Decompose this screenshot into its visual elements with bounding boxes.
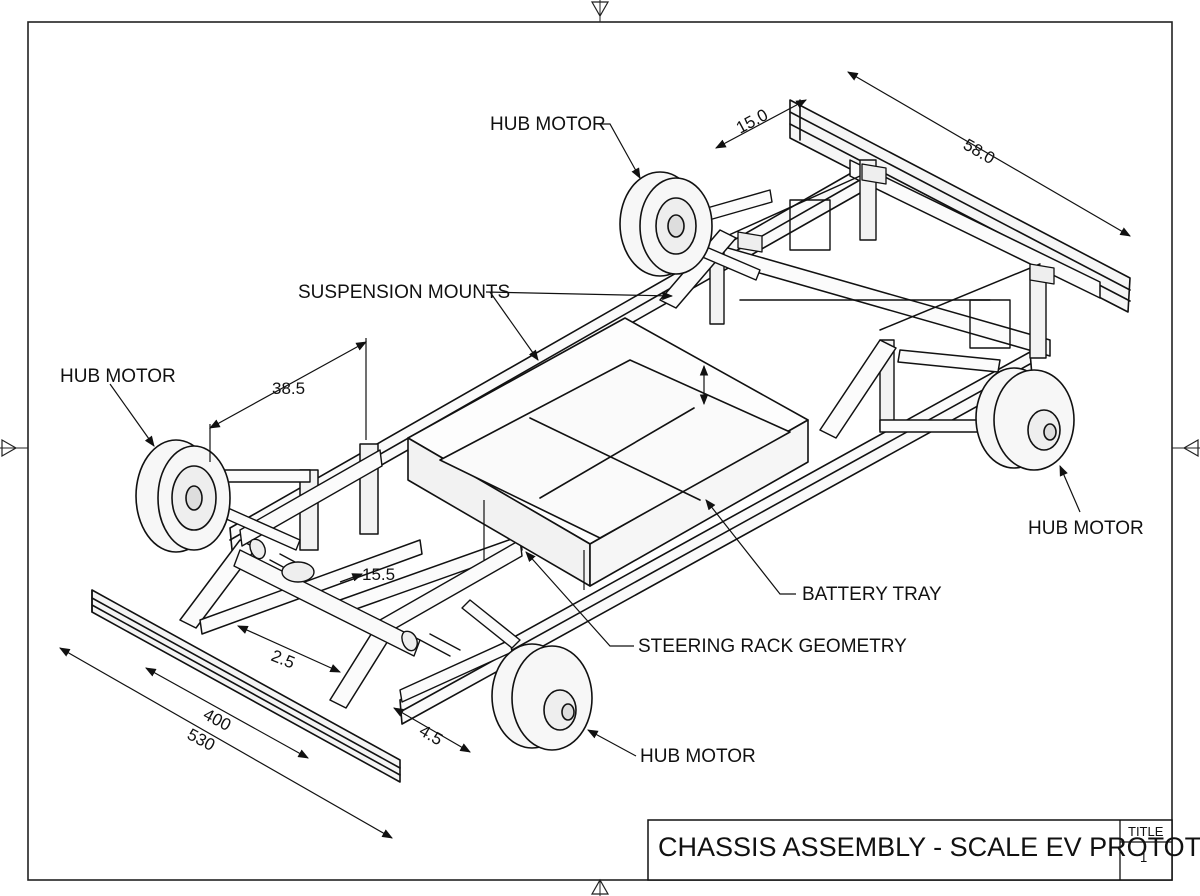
callout-hub-motor-rear-left: HUB MOTOR <box>490 114 606 135</box>
dim-rear-wheel-offset: 15.0 <box>733 105 771 137</box>
drawing-title: CHASSIS ASSEMBLY - SCALE EV PROTOTYPE <box>658 832 1200 862</box>
callout-leaders <box>109 123 1081 757</box>
callout-steering-rack-geometry: STEERING RACK GEOMETRY <box>638 636 907 657</box>
front-left-hub-motor <box>135 439 231 553</box>
title-block-sheet-number: 1 <box>1140 850 1147 865</box>
rear-suspension-struts <box>659 229 1001 439</box>
dim-arm-spacing: 4.5 <box>416 721 446 749</box>
rear-left-hub-motor <box>619 171 713 277</box>
title-block-label: TITLE <box>1128 824 1164 839</box>
dimension-lines <box>59 71 1131 839</box>
dim-steering-offset: 15.5 <box>362 565 395 584</box>
callout-suspension-mounts: SUSPENSION MOUNTS <box>298 282 510 303</box>
callout-hub-motor-rear-right: HUB MOTOR <box>1028 518 1144 539</box>
callout-hub-motor-front-right: HUB MOTOR <box>640 746 756 767</box>
chassis-frame <box>91 99 1131 783</box>
callout-hub-motor-front-left: HUB MOTOR <box>60 366 176 387</box>
steering-rack <box>233 538 461 657</box>
dim-beam-outer: 530 <box>184 725 218 755</box>
rear-right-hub-motor <box>975 367 1075 471</box>
front-right-hub-motor <box>491 643 593 751</box>
dim-rear-beam-length: 58.0 <box>960 135 998 168</box>
dim-rack-spacing: 2.5 <box>269 646 298 672</box>
title-block: TITLE 1 CHASSIS ASSEMBLY - SCALE EV PROT… <box>647 819 1200 881</box>
callout-battery-tray: BATTERY TRAY <box>802 584 942 605</box>
battery-tray <box>407 317 809 587</box>
dim-front-track-offset: 38.5 <box>272 379 305 398</box>
